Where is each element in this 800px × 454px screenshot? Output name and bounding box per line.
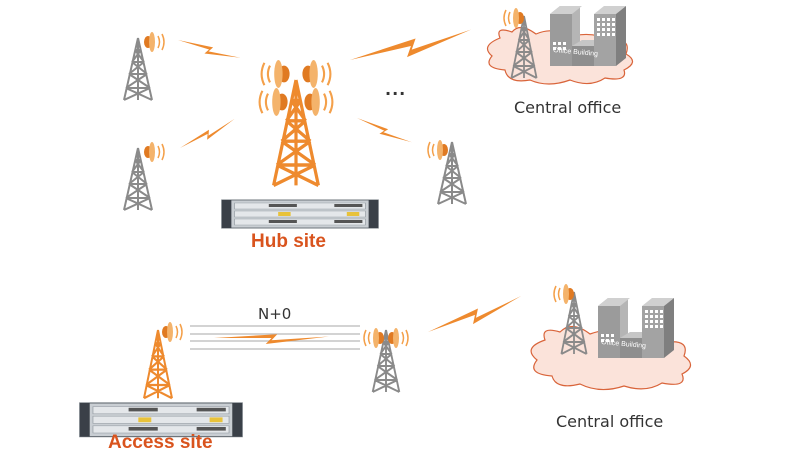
microwave-link-bolt xyxy=(348,25,475,70)
remote-tower-mid-right xyxy=(427,139,467,205)
microwave-link-bolt xyxy=(176,36,242,64)
more-sites-ellipsis: ... xyxy=(385,80,407,99)
microwave-link-bolt xyxy=(214,334,329,344)
microwave-link-bolt xyxy=(426,293,525,340)
remote-tower-bottom xyxy=(363,327,409,393)
link-type-label: N+0 xyxy=(258,305,292,323)
microwave-link-bolt xyxy=(354,115,413,148)
hub-site-label: Hub site xyxy=(251,231,326,252)
remote-tower-mid-left xyxy=(123,141,165,211)
hub-chassis-device xyxy=(221,199,379,229)
access-tower xyxy=(142,321,183,400)
central-office-label-bottom: Central office xyxy=(556,412,664,431)
central-office-label-top: Central office xyxy=(514,98,622,117)
access-site-label: Access site xyxy=(108,432,213,453)
remote-tower-top-left xyxy=(123,31,165,101)
microwave-link-bolt xyxy=(178,117,238,153)
n-plus-0-link-lines xyxy=(190,325,360,350)
hub-tower xyxy=(258,58,334,188)
